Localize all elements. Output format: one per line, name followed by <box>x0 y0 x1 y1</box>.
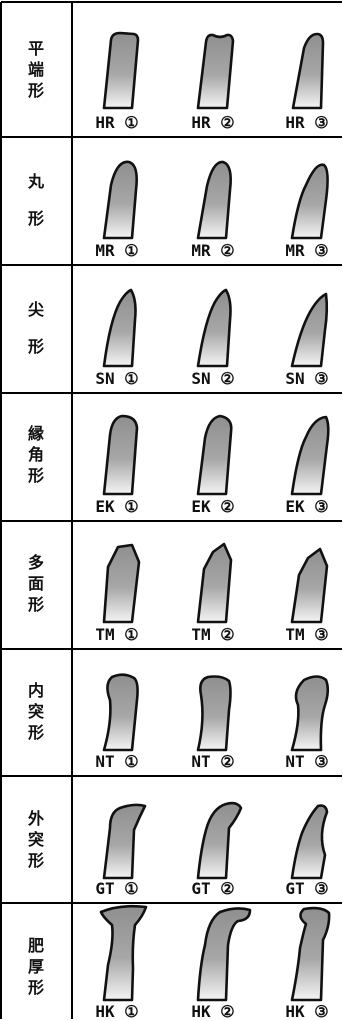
sample-label-sn-2: SN ② <box>191 369 234 388</box>
category-label-gt-2: 突 <box>28 830 44 849</box>
sample-label-mr-3: MR ③ <box>285 241 328 260</box>
sample-label-mr-1: MR ① <box>95 241 138 260</box>
sample-label-tm-3: TM ③ <box>285 625 328 644</box>
category-label-hk-1: 肥 <box>28 936 44 955</box>
sample-shape-nt-2 <box>196 675 232 752</box>
category-label-mr-1: 丸 <box>27 172 45 191</box>
sample-label-gt-2: GT ② <box>191 879 234 898</box>
category-label-hr-1: 平 <box>28 39 44 58</box>
sample-label-ek-3: EK ③ <box>285 497 328 516</box>
sample-shape-nt-1 <box>102 673 139 752</box>
category-label-gt-3: 形 <box>28 851 44 870</box>
category-label-ek-2: 角 <box>28 445 44 464</box>
sample-shape-tm-2 <box>196 542 233 624</box>
category-label-tm-1: 多 <box>28 553 44 572</box>
sample-label-nt-2: NT ② <box>191 752 234 771</box>
category-label-nt-3: 形 <box>28 723 44 742</box>
sample-label-hr-1: HR ① <box>95 113 138 132</box>
sample-label-mr-2: MR ② <box>191 241 234 260</box>
sample-shape-gt-1 <box>102 803 147 880</box>
category-label-mr-2: 形 <box>28 209 44 228</box>
sample-label-hk-1: HK ① <box>95 1002 138 1021</box>
sample-label-gt-3: GT ③ <box>285 879 328 898</box>
sample-label-hr-2: HR ② <box>191 113 234 132</box>
sample-shape-mr-1 <box>102 160 138 240</box>
sample-shape-mr-2 <box>196 160 232 240</box>
sample-shape-gt-3 <box>290 804 329 880</box>
category-label-sn-1: 尖 <box>28 300 44 319</box>
sample-shape-nt-3 <box>290 675 330 752</box>
sample-label-sn-1: SN ① <box>95 369 138 388</box>
sample-shape-hk-2 <box>196 907 252 1002</box>
sample-label-ek-1: EK ① <box>95 497 138 516</box>
category-label-hr-3: 形 <box>28 81 44 100</box>
sample-shape-gt-2 <box>196 801 243 880</box>
sample-shape-hr-2 <box>196 33 235 110</box>
sample-shape-sn-2 <box>196 288 232 368</box>
sample-shape-sn-1 <box>102 288 137 368</box>
category-label-hk-2: 厚 <box>28 957 44 976</box>
sample-label-gt-1: GT ① <box>95 879 138 898</box>
sample-shape-hr-3 <box>291 32 325 110</box>
sample-shape-ek-1 <box>102 414 139 496</box>
category-label-hk-3: 形 <box>28 978 44 997</box>
sample-shape-mr-3 <box>290 163 329 240</box>
category-label-tm-3: 形 <box>28 595 44 614</box>
sample-shape-hk-1 <box>99 904 148 1002</box>
sample-label-hr-3: HR ③ <box>285 113 328 132</box>
sample-shape-ek-3 <box>290 415 330 496</box>
category-label-ek-3: 形 <box>28 466 44 485</box>
category-label-ek-1: 縁 <box>28 424 44 443</box>
category-label-nt-2: 突 <box>28 702 44 721</box>
category-label-sn-2: 形 <box>28 337 44 356</box>
sample-label-nt-1: NT ① <box>95 752 138 771</box>
category-label-nt-1: 内 <box>28 681 44 700</box>
sample-shape-ek-2 <box>196 414 233 496</box>
category-label-gt-1: 外 <box>27 809 44 828</box>
sample-shape-hr-1 <box>102 31 140 110</box>
sample-label-hk-2: HK ② <box>191 1002 234 1021</box>
sample-label-hk-3: HK ③ <box>285 1002 328 1021</box>
sample-label-ek-2: EK ② <box>191 497 234 516</box>
sample-label-sn-3: SN ③ <box>285 369 328 388</box>
sample-shape-tm-3 <box>290 547 329 624</box>
category-label-hr-2: 端 <box>28 60 44 79</box>
sample-label-tm-1: TM ① <box>95 625 138 644</box>
sample-shape-sn-3 <box>290 292 329 368</box>
sample-shape-hk-3 <box>290 906 331 1002</box>
sample-shape-tm-1 <box>102 543 141 624</box>
category-label-tm-2: 面 <box>28 574 44 593</box>
sample-label-tm-2: TM ② <box>191 625 234 644</box>
sample-label-nt-3: NT ③ <box>285 752 328 771</box>
